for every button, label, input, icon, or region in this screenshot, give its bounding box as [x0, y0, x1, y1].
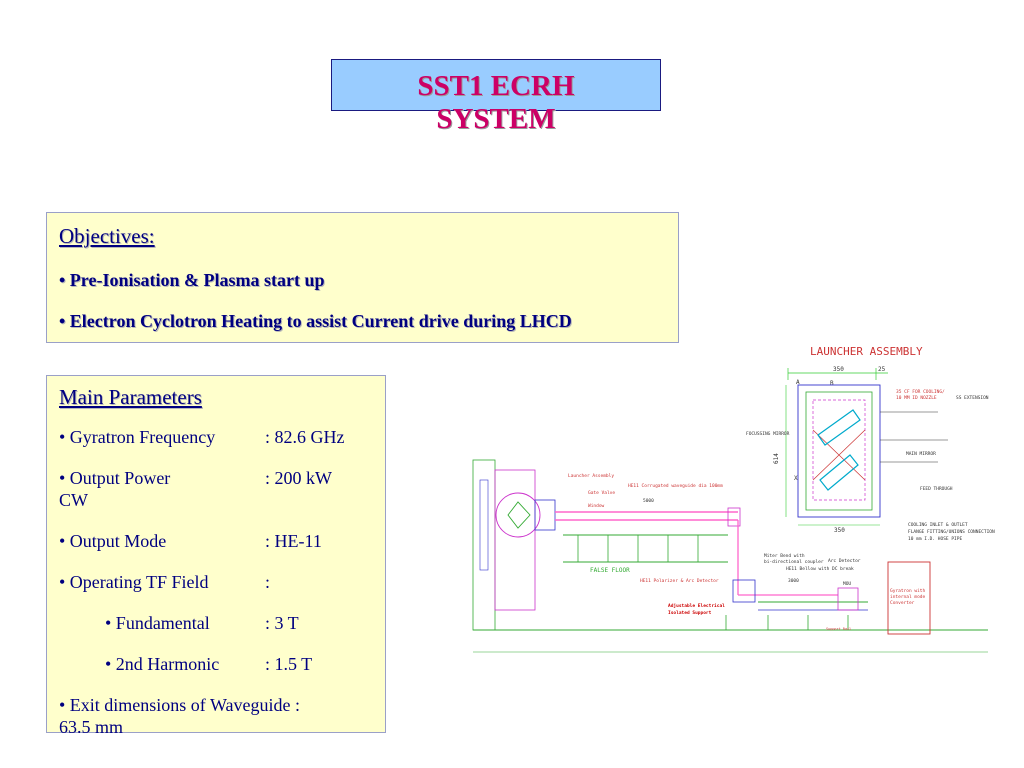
miter-bend-label-1: Miter Bend with	[764, 553, 805, 559]
param-value: :	[265, 572, 271, 592]
param-row-mode: • Output Mode : HE-11	[59, 530, 385, 552]
param-row-power: • Output Power : 200 kW CW	[59, 467, 385, 511]
param-continuation: CW	[59, 490, 88, 510]
dim-3000: 3000	[788, 578, 799, 584]
ss-extension-label: SS EXTENSION	[956, 395, 989, 401]
support-label-2: Isolated Support	[668, 610, 712, 616]
objective-item: • Pre-Ionisation & Plasma start up	[59, 270, 325, 290]
parameters-panel: Main Parameters • Gyratron Frequency : 82…	[46, 375, 386, 737]
param-row-harmonic: • 2nd Harmonic : 1.5 T	[59, 653, 385, 675]
gyratron-label-3: Converter	[890, 600, 915, 606]
param-label: • Operating TF Field	[59, 572, 209, 592]
launcher-assembly-title: LAUNCHER ASSEMBLY	[810, 345, 923, 358]
objectives-panel: Objectives: • Pre-Ionisation & Plasma st…	[46, 212, 679, 343]
param-value: : 82.6 GHz	[265, 427, 345, 447]
param-value: : 200 kW	[265, 468, 332, 488]
window-label: Window	[588, 503, 605, 509]
slide-title: SST1 ECRH SYSTEM	[331, 70, 661, 136]
param-row-fundamental: • Fundamental : 3 T	[59, 612, 385, 634]
dim-25: 25	[878, 366, 886, 373]
param-value: : 1.5 T	[265, 654, 313, 674]
title-box	[331, 59, 661, 111]
launcher-detail: 350 25 A B 614 350 X FOCUSSING MIRROR MA…	[746, 366, 995, 542]
gyratron-label-2: internal mode	[890, 594, 926, 600]
param-label: • Gyratron Frequency	[59, 427, 216, 447]
param-value: : HE-11	[265, 531, 322, 551]
title-line-2: SYSTEM	[436, 103, 556, 135]
gyratron-label-1: Gyratron with	[890, 588, 926, 594]
ecrh-layout-diagram: LAUNCHER ASSEMBLY 350 25 A B 614 350 X F…	[472, 345, 995, 653]
cooling-inlet-label-1: COOLING INLET & OUTLET	[908, 522, 968, 528]
label-x: X	[794, 475, 798, 482]
cooling-inlet-label-2: FLANGE FITTING/UNIONS CONNECTION	[908, 529, 995, 535]
param-label: • Output Power	[59, 468, 171, 488]
param-value: : 3 T	[265, 613, 299, 633]
dim-614: 614	[773, 453, 780, 464]
transmission-line-layout: Launcher Assembly Gate Valve Window HE11…	[472, 459, 988, 653]
feed-through-label: FEED THROUGH	[920, 486, 953, 492]
param-continuation: 63.5 mm	[59, 717, 124, 737]
param-row-tf-field: • Operating TF Field:	[59, 571, 385, 593]
parameters-heading: Main Parameters	[59, 385, 202, 409]
param-row-waveguide: • Exit dimensions of Waveguide : 63.5 mm	[59, 694, 385, 738]
dim-350-top: 350	[833, 366, 844, 373]
polarizer-label: HE11 Polarizer & Arc Detector	[640, 578, 719, 584]
focussing-mirror-label: FOCUSSING MIRROR	[746, 431, 790, 437]
main-mirror-label: MAIN MIRROR	[906, 451, 936, 457]
cooling-nozzle-label: 35 CF FOR COOLING/	[896, 389, 945, 395]
dim-350-bottom: 350	[834, 527, 845, 534]
arc-detector-label: Arc Detector	[828, 558, 861, 564]
param-label: • 2nd Harmonic	[105, 654, 220, 674]
objectives-heading: Objectives:	[59, 224, 155, 248]
mou-label: MOU	[843, 581, 851, 587]
false-floor-label: FALSE FLOOR	[590, 567, 630, 574]
label-a: A	[796, 379, 800, 386]
objective-item: • Electron Cyclotron Heating to assist C…	[59, 311, 572, 331]
label-b: B	[830, 380, 834, 387]
miter-bend-label-2: bi-directional coupler	[764, 559, 824, 565]
nozzle-label: 10 MM ID NOZZLE	[896, 395, 937, 401]
title-line-1: SST1 ECRH	[417, 70, 575, 102]
support-label-1: Adjustable Electrical	[668, 602, 725, 609]
corrugated-label: HE11 Corrugated waveguide dia 100mm	[628, 483, 723, 489]
param-row-frequency: • Gyratron Frequency : 82.6 GHz	[59, 426, 385, 448]
support-rail-label: Support Rail	[826, 627, 851, 631]
launcher-assembly-label: Launcher Assembly	[568, 473, 614, 479]
cooling-inlet-label-3: 10 mm I.D. HOSE PIPE	[908, 536, 962, 542]
param-label: • Output Mode	[59, 531, 167, 551]
gate-valve-label: Gate Valve	[588, 490, 615, 496]
param-label: • Fundamental	[105, 613, 210, 633]
param-label: • Exit dimensions of Waveguide :	[59, 695, 300, 715]
dim-5000: 5000	[643, 498, 654, 504]
bellow-label: HE11 Bellow with DC break	[786, 566, 854, 572]
